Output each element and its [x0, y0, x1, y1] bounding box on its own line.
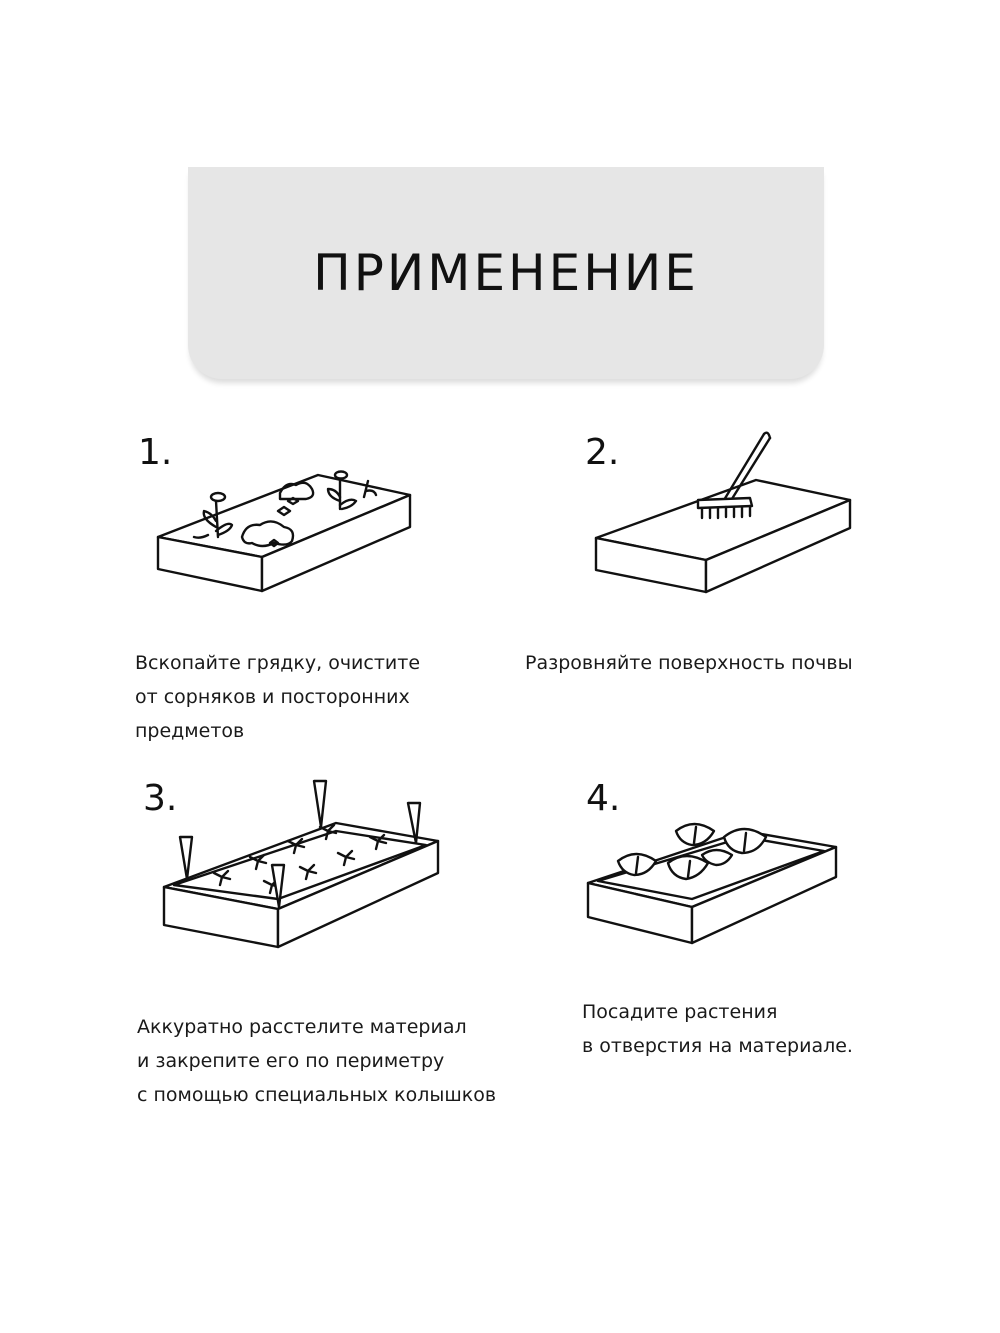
step-1-line-1: Вскопайте грядку, очистите — [135, 652, 421, 674]
step-3-line-1: Аккуратно расстелите материал — [137, 1016, 467, 1038]
garden-bed-plants-icon — [584, 815, 844, 950]
step-1-description: Вскопайте грядку, очистите от сорняков и… — [135, 646, 420, 748]
step-4-number: 4. — [586, 778, 621, 819]
step-3-line-2: и закрепите его по периметру — [137, 1050, 445, 1072]
step-4-line-1: Посадите растения — [582, 1001, 778, 1023]
garden-bed-weeds-icon — [150, 455, 420, 595]
step-1-number: 1. — [138, 432, 173, 473]
step-2-description: Разровняйте поверхность почвы — [525, 646, 853, 680]
step-3-line-3: с помощью специальных колышков — [137, 1084, 497, 1106]
header-card: ПРИМЕНЕНИЕ — [188, 167, 824, 379]
step-4-description: Посадите растения в отверстия на материа… — [582, 995, 853, 1063]
garden-bed-cover-stakes-icon — [160, 775, 445, 955]
step-2-number: 2. — [585, 432, 620, 473]
garden-bed-rake-icon — [588, 428, 858, 598]
step-1-line-2: от сорняков и посторонних — [135, 686, 410, 708]
step-3-number: 3. — [143, 778, 178, 819]
step-2-line-1: Разровняйте поверхность почвы — [525, 652, 853, 674]
step-4-line-2: в отверстия на материале. — [582, 1035, 853, 1057]
step-1-line-3: предметов — [135, 720, 245, 742]
step-3-description: Аккуратно расстелите материал и закрепит… — [137, 1010, 496, 1112]
page-title: ПРИМЕНЕНИЕ — [313, 244, 699, 302]
